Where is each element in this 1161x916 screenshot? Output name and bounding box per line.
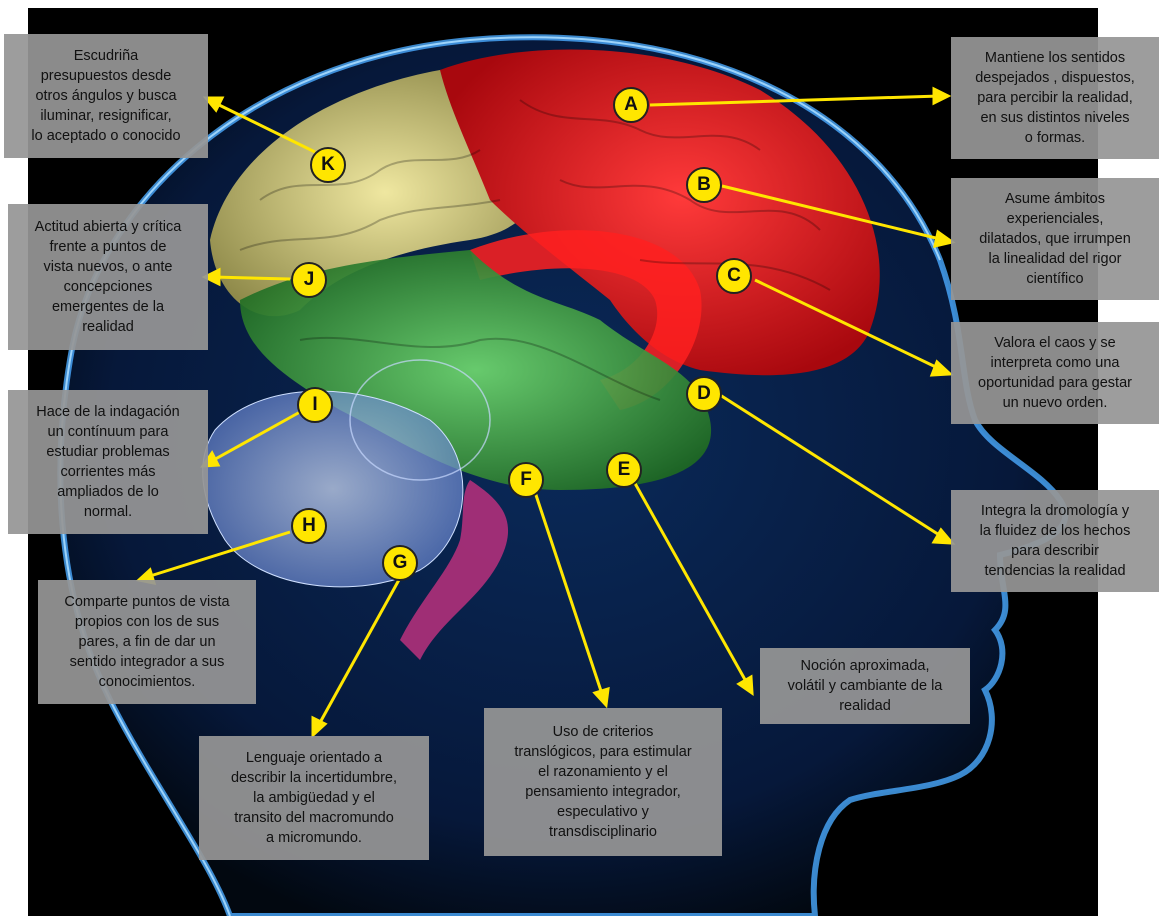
note-H-text: Comparte puntos de vista propios con los… [64, 592, 229, 692]
note-B-text: Asume ámbitos experienciales, dilatados,… [979, 189, 1131, 289]
note-A-text: Mantiene los sentidos despejados , dispu… [975, 48, 1135, 148]
badge-C: C [716, 258, 752, 294]
note-D-text: Integra la dromología y la fluidez de lo… [980, 501, 1131, 581]
badge-F: F [508, 462, 544, 498]
note-D: Integra la dromología y la fluidez de lo… [951, 490, 1159, 592]
note-I-text: Hace de la indagación un contínuum para … [36, 402, 180, 522]
badge-I: I [297, 387, 333, 423]
badge-K: K [310, 147, 346, 183]
note-C: Valora el caos y se interpreta como una … [951, 322, 1159, 424]
badge-H: H [291, 508, 327, 544]
note-A: Mantiene los sentidos despejados , dispu… [951, 37, 1159, 159]
badge-A: A [613, 87, 649, 123]
badge-G: G [382, 545, 418, 581]
note-G: Lenguaje orientado a describir la incert… [199, 736, 429, 860]
cerebellum [203, 391, 463, 587]
note-K-text: Escudriña presupuestos desde otros ángul… [31, 46, 180, 146]
note-G-text: Lenguaje orientado a describir la incert… [231, 748, 397, 848]
note-B: Asume ámbitos experienciales, dilatados,… [951, 178, 1159, 300]
note-K: Escudriña presupuestos desde otros ángul… [4, 34, 208, 158]
note-E: Noción aproximada, volátil y cambiante d… [760, 648, 970, 724]
note-F: Uso de criterios translógicos, para esti… [484, 708, 722, 856]
badge-J: J [291, 262, 327, 298]
note-J-text: Actitud abierta y crítica frente a punto… [35, 217, 182, 337]
badge-E: E [606, 452, 642, 488]
note-H: Comparte puntos de vista propios con los… [38, 580, 256, 704]
badge-B: B [686, 167, 722, 203]
note-I: Hace de la indagación un contínuum para … [8, 390, 208, 534]
badge-D: D [686, 376, 722, 412]
note-E-text: Noción aproximada, volátil y cambiante d… [788, 656, 943, 716]
note-C-text: Valora el caos y se interpreta como una … [978, 333, 1132, 413]
note-F-text: Uso de criterios translógicos, para esti… [514, 722, 691, 842]
note-J: Actitud abierta y crítica frente a punto… [8, 204, 208, 350]
arrow-J [213, 277, 290, 279]
